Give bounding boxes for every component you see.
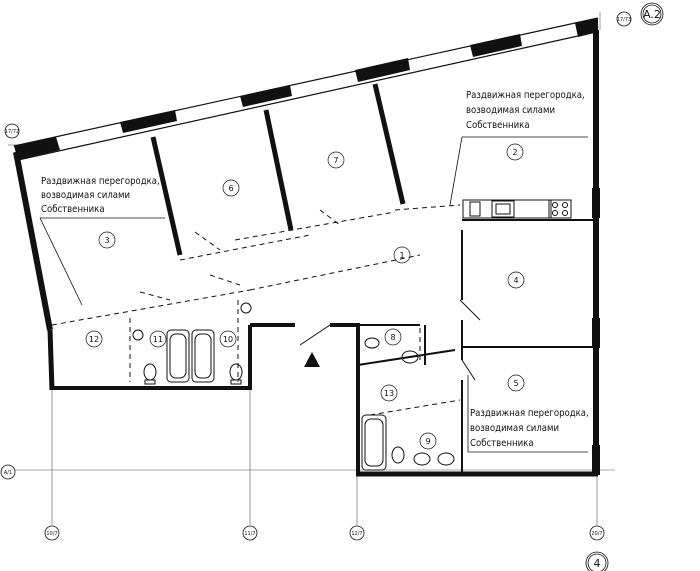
room-label-9: 9 (425, 437, 430, 446)
room-label-1: 1 (399, 251, 404, 260)
svg-text:Раздвижная перегородка,: Раздвижная перегородка, (470, 408, 589, 419)
axis-label-a2: A.2 (643, 8, 661, 21)
partition-note-top-right: Раздвижная перегородка, возводимая силам… (466, 90, 585, 131)
axis-label-bottom-1: 10/7 (46, 531, 57, 537)
room-label-3: 3 (104, 236, 109, 245)
svg-text:Собственника: Собственника (470, 438, 534, 449)
room-label-8: 8 (390, 333, 395, 342)
axis-lines (8, 12, 615, 525)
svg-text:возводимая силами: возводимая силами (470, 423, 559, 434)
room-label-6: 6 (228, 184, 233, 193)
axis-label-bottom-4: 20/7 (591, 531, 602, 537)
room-label-12: 12 (89, 335, 99, 344)
room-label-2: 2 (512, 148, 517, 157)
room-label-4: 4 (513, 276, 518, 285)
axis-label-left-mid: A/1 (4, 470, 12, 476)
axis-label-4: 4 (594, 557, 601, 570)
partition-note-left: Раздвижная перегородка, возводимая силам… (41, 176, 160, 215)
doors (299, 299, 481, 381)
leader-lines (39, 136, 588, 453)
partition-note-bottom-right: Раздвижная перегородка, возводимая силам… (470, 408, 589, 449)
svg-text:Собственника: Собственника (466, 120, 530, 131)
fixtures (132, 199, 572, 471)
room-labels (85, 143, 525, 450)
axis-label-left-top: 17/72 (5, 129, 19, 135)
room-label-5: 5 (513, 379, 518, 388)
axis-label-top-right: 17/73 (617, 17, 631, 23)
interior-partitions (357, 219, 596, 474)
svg-text:возводимая силами: возводимая силами (41, 190, 130, 201)
svg-text:возводимая силами: возводимая силами (466, 105, 555, 116)
svg-text:Раздвижная перегородка,: Раздвижная перегородка, (41, 176, 160, 187)
axis-markers (0, 2, 664, 571)
exterior-walls (13, 17, 599, 477)
svg-text:Раздвижная перегородка,: Раздвижная перегородка, (466, 90, 585, 101)
room-label-7: 7 (333, 156, 338, 165)
dashed-partitions (51, 204, 461, 416)
axis-label-bottom-2: 11/7 (244, 531, 255, 537)
room-label-13: 13 (384, 389, 394, 398)
axis-label-bottom-3: 12/7 (351, 531, 362, 537)
room-label-10: 10 (223, 335, 233, 344)
svg-text:Собственника: Собственника (41, 204, 105, 215)
wall-piers (14, 18, 600, 475)
entrance-marker (304, 352, 320, 367)
room-label-11: 11 (153, 335, 163, 344)
interior-walls (150, 83, 406, 256)
